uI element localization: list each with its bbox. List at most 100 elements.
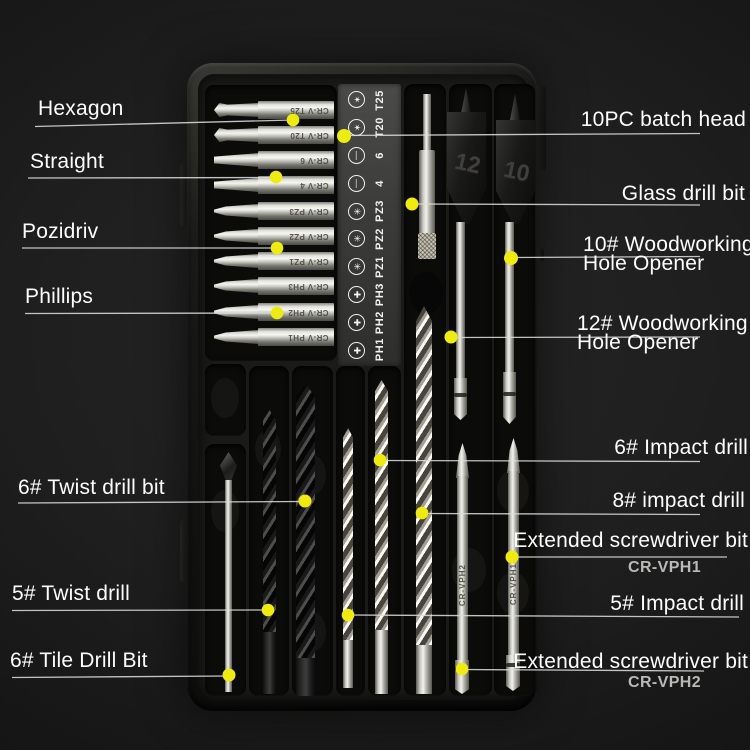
strip-row: ✶ T25	[338, 87, 401, 113]
tray-hole	[211, 378, 239, 418]
extended-bit-shaft: CR-VPH2	[457, 476, 468, 662]
torx-icon: ✶	[348, 91, 365, 109]
bit-size-label: PZ2	[374, 227, 386, 250]
empty-recess	[205, 364, 246, 436]
spade-bit-12-point	[461, 88, 471, 114]
bit-engraving: CR-V PZ1	[289, 256, 329, 266]
phillips-bit-tip	[214, 330, 259, 344]
annotation-label-twist-6: 6# Twist drill bit	[18, 476, 165, 499]
hex-shank-groove	[506, 663, 520, 667]
phillips-icon: ✚	[348, 285, 365, 303]
torx-bit-tip	[214, 128, 259, 142]
hex-shank-groove	[503, 392, 516, 396]
driver-bit: CR-V PZ3	[214, 202, 334, 220]
driver-bit: CR-V T20	[214, 126, 334, 144]
strip-row: ✶ T20	[338, 115, 401, 141]
annotation-label-wood-10: 10# Woodworking Hole Opener	[583, 233, 750, 275]
bit-size-label: T25	[374, 89, 386, 111]
spade-bit-10-point	[510, 94, 520, 120]
bit-engraving: CR-V PH3	[288, 281, 329, 291]
driver-bit: CR-V PH1	[214, 328, 334, 346]
impact-drill-8-shank	[416, 645, 432, 694]
twist-drill-6-flutes	[296, 384, 315, 658]
bit-size-label: T20	[374, 117, 386, 139]
annotation-label-impact-6: 6# Impact drill	[614, 436, 748, 459]
slotted-icon: —	[348, 146, 365, 164]
annotation-label-extended-2: Extended screwdriver bit	[513, 650, 748, 673]
impact-drill-5-shank	[343, 640, 353, 688]
bit-size-label: 4	[374, 179, 386, 187]
annotation-label-impact-8: 8# impact drill	[612, 489, 745, 512]
twist-drill-6-shank	[296, 658, 315, 696]
annotation-label-straight: Straight	[30, 150, 104, 173]
flat-bit-tip	[214, 153, 259, 167]
annotation-label-glass-bit: Glass drill bit	[621, 182, 745, 205]
case-side-clip	[180, 163, 191, 227]
spade-bit-10-shaft	[505, 222, 514, 374]
annotation-label-hexagon: Hexagon	[38, 97, 124, 120]
impact-drill-8-flutes	[416, 306, 432, 645]
bit-engraving: CR-VPH1	[509, 563, 518, 606]
phillips-bit-tip	[214, 305, 259, 319]
driver-bit: CR-V PZ2	[214, 227, 334, 245]
bit-engraving: CR-VPH2	[458, 564, 467, 607]
driver-bit: CR-V PH3	[214, 277, 334, 295]
bit-size-label: PZ3	[374, 200, 386, 223]
annotation-label-extended-1: Extended screwdriver bit	[513, 529, 748, 552]
annotation-label-tile-6: 6# Tile Drill Bit	[10, 649, 148, 672]
tile-drill-shaft	[225, 480, 232, 692]
bit-engraving: CR-V PH1	[288, 332, 329, 342]
strip-row: ✚ PH3	[338, 281, 401, 307]
bit-size-label: PH2	[374, 310, 386, 334]
phillips-icon: ✚	[348, 341, 365, 359]
hex-shank-groove	[455, 667, 469, 671]
glass-drill-bit	[423, 94, 431, 152]
strip-row: ✚ PH1	[338, 337, 401, 363]
annotation-label-wood-12: 12# Woodworking Hole Opener	[577, 312, 748, 354]
annotation-label-twist-5: 5# Twist drill	[12, 582, 130, 605]
annotation-label-phillips: Phillips	[25, 285, 94, 308]
strip-row: ✳PZ3	[338, 198, 401, 224]
bit-size-label: PZ1	[374, 255, 386, 278]
bit-size-label: PH3	[374, 282, 386, 307]
impact-drill-6-flutes	[375, 380, 388, 630]
bit-engraving: CR-V PZ3	[289, 206, 329, 216]
bit-engraving: CR-V PZ2	[289, 231, 329, 241]
torx-icon: ✶	[348, 119, 365, 137]
slotted-icon: —	[348, 174, 365, 192]
driver-bit: CR-V T25	[214, 101, 334, 119]
annotation-label-pozidriv: Pozidriv	[22, 220, 99, 243]
case-side-clip	[180, 520, 191, 582]
annotation-label-impact-5: 5# Impact drill	[610, 592, 744, 615]
strip-row: ✳ PZ2	[338, 226, 401, 252]
spade-bit-12-hex-shank	[454, 378, 467, 420]
bit-engraving: CR-V PH2	[288, 307, 329, 317]
case-hinge-tab	[535, 248, 544, 262]
pozidriv-icon: ✳	[348, 230, 365, 248]
torx-bit-tip	[214, 103, 259, 117]
twist-drill-5-flutes	[263, 410, 276, 632]
strip-row: —6	[338, 142, 401, 168]
tile-drill-spear-tip	[220, 452, 237, 482]
pozidriv-icon: ✳	[348, 258, 365, 276]
bit-size-label: 6	[374, 152, 386, 159]
bit-size-label: PH1	[374, 338, 386, 362]
flat-bit-tip	[214, 178, 259, 192]
extended-bit-hex-shank	[455, 660, 469, 694]
glass-drill-bit-barrel	[419, 150, 435, 234]
spade-bit-12-shaft	[456, 222, 465, 380]
twist-drill-5-shank	[263, 632, 276, 694]
impact-drill-6-shank	[375, 630, 388, 694]
bit-strip: ✶T25 ✶T20 —6 —4 ✳PZ3 ✳PZ2 ✳PZ1 ✚PH3 ✚PH2…	[338, 84, 401, 366]
strip-row: —4	[338, 170, 401, 196]
hex-shank-groove	[454, 393, 467, 397]
tray-hole	[409, 272, 443, 314]
spade-size-numeral: 10	[501, 155, 533, 187]
glass-drill-bit-diamond-tip	[418, 233, 436, 259]
driver-bit: CR-V 6	[214, 151, 334, 169]
extended-bit-shaft: CR-VPH1	[508, 471, 519, 657]
spade-bit-10-hex-shank	[503, 372, 516, 424]
impact-drill-5-flutes	[343, 428, 353, 640]
annotation-sub-label-crvph2: CR-VPH2	[628, 674, 702, 691]
